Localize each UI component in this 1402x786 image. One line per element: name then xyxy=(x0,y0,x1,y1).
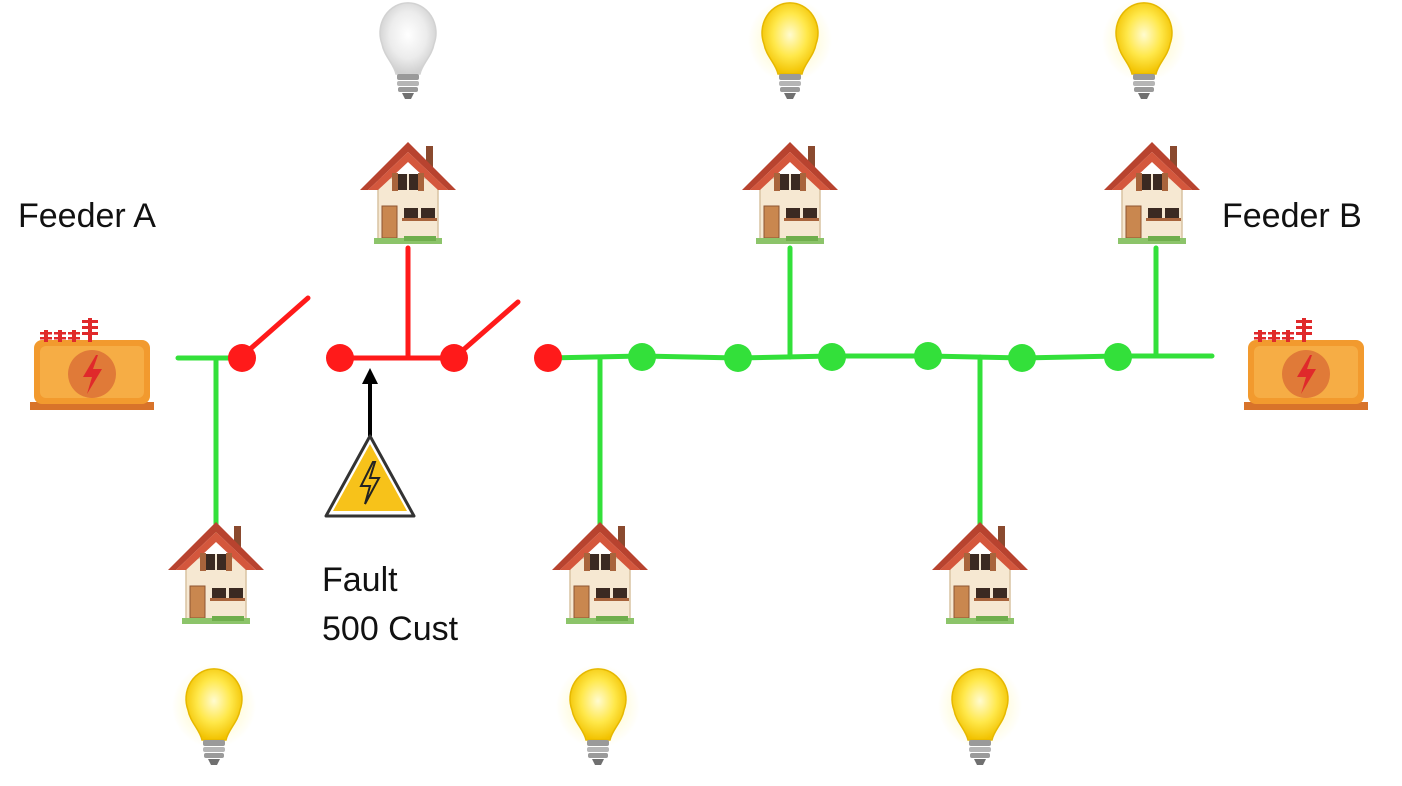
lightbulb-off-icon xyxy=(379,2,437,99)
energized-nodes xyxy=(628,342,1132,372)
house-icon xyxy=(741,141,839,245)
fault-title: Fault xyxy=(322,561,398,599)
house-icon xyxy=(551,521,649,625)
switch-node xyxy=(914,342,942,370)
switch-node xyxy=(1104,343,1132,371)
switch-node xyxy=(628,343,656,371)
de-energized-section xyxy=(237,245,521,361)
lightbulb-on-icon xyxy=(748,0,832,99)
switch-node xyxy=(440,344,468,372)
house-icon xyxy=(1103,141,1201,245)
feeder-a-transformer-icon xyxy=(30,318,154,410)
lightbulb-on-icon xyxy=(556,664,640,765)
house-icon xyxy=(359,141,457,245)
house-icon xyxy=(167,521,265,625)
switch-node xyxy=(534,344,562,372)
lightbulb-on-icon xyxy=(1102,0,1186,99)
feeder-b-label: Feeder B xyxy=(1222,197,1362,235)
lightbulb-on-icon xyxy=(938,664,1022,765)
fault-arrow xyxy=(362,368,378,436)
lightbulb-on-icon xyxy=(172,664,256,765)
switch-node xyxy=(228,344,256,372)
de-energized-nodes xyxy=(228,344,562,372)
feeder-b-transformer-icon xyxy=(1244,318,1368,410)
open-switch-2-blade xyxy=(451,299,521,361)
feeder-a-label: Feeder A xyxy=(18,197,156,235)
main-backbone-line xyxy=(545,353,1215,361)
high-voltage-warning-icon xyxy=(324,434,416,518)
fault-label: Fault 500 Cust xyxy=(322,556,458,654)
switch-node xyxy=(326,344,354,372)
energized-lines xyxy=(175,245,1215,533)
house-icon xyxy=(931,521,1029,625)
switch-node xyxy=(724,344,752,372)
fault-customer-count: 500 Cust xyxy=(322,610,459,648)
switch-node xyxy=(818,343,846,371)
switch-node xyxy=(1008,344,1036,372)
